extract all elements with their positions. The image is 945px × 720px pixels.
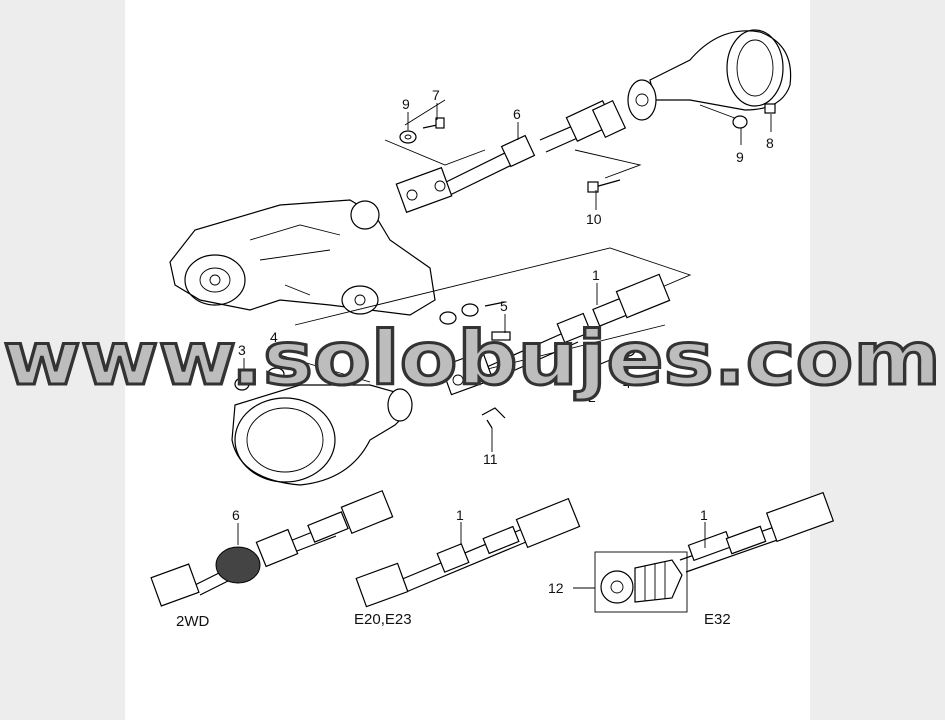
callout-5: 5 (500, 298, 508, 314)
callout-1-e32: 1 (700, 507, 708, 523)
middle-propeller-shaft (440, 273, 671, 396)
front-differential-housing (231, 384, 413, 486)
callout-3: 3 (238, 342, 246, 358)
rear-differential-housing (627, 29, 792, 121)
upper-bracket-lines (384, 99, 741, 179)
shaft-e20-e23 (355, 497, 581, 608)
callout-6-2wd: 6 (232, 507, 240, 523)
callout-9-upper-right: 9 (736, 149, 744, 165)
callout-9-upper-left: 9 (402, 96, 410, 112)
callout-12: 12 (548, 580, 564, 596)
callout-2: 2 (588, 389, 596, 405)
callout-11: 11 (483, 451, 498, 467)
callout-8: 8 (766, 135, 774, 151)
callout-10: 10 (586, 211, 602, 227)
transfer-case (169, 199, 436, 316)
leader-lines (237, 103, 772, 589)
callout-4-left: 4 (270, 329, 278, 345)
callout-1-e20: 1 (456, 507, 464, 523)
callout-6-upper: 6 (513, 106, 521, 122)
callout-1-middle: 1 (592, 267, 600, 283)
upper-hardware (399, 103, 776, 193)
middle-hardware (234, 301, 636, 429)
shaft-e32 (594, 491, 835, 613)
upper-propeller-shaft (395, 99, 627, 214)
callout-4-right: 4 (623, 375, 631, 391)
caption-e32: E32 (704, 611, 731, 628)
caption-e20-e23: E20,E23 (354, 611, 412, 628)
callout-7: 7 (432, 87, 440, 103)
caption-2wd: 2WD (176, 613, 210, 630)
shaft-2wd (150, 489, 394, 607)
